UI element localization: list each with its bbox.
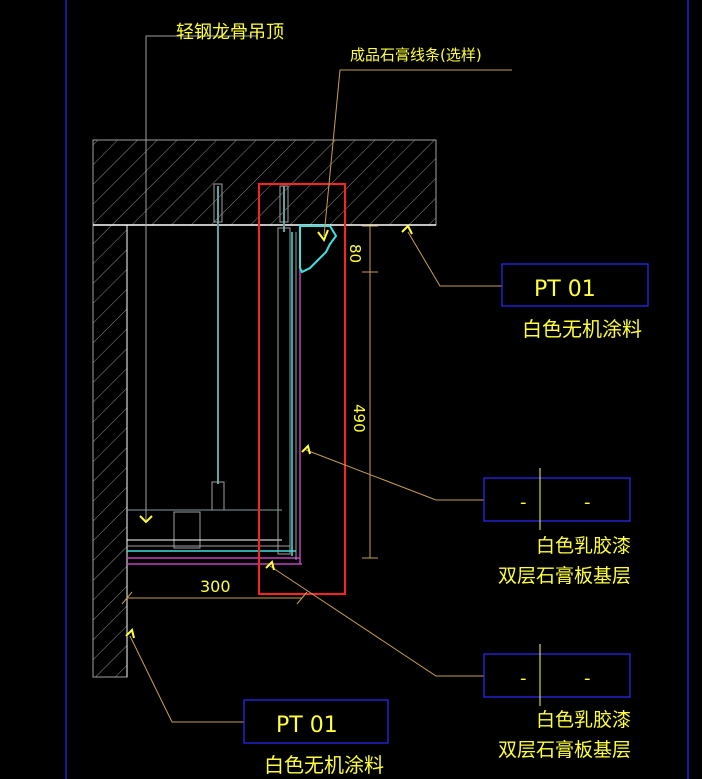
dim-tick-left: [121, 591, 133, 605]
ceiling-slab: [92, 139, 437, 226]
arrow-tag4: [125, 628, 135, 639]
tag3-left: -: [520, 668, 527, 689]
tag3-desc2: 双层石膏板基层: [498, 738, 631, 761]
dim-80-label: 80: [346, 244, 364, 263]
highlight-box: [258, 183, 346, 595]
tag2-right: -: [584, 492, 591, 513]
tag4-desc: 白色无机涂料: [264, 753, 384, 777]
leader-tag2: [305, 449, 484, 501]
dim-300-label: 300: [200, 577, 231, 596]
hanger-anchor-2: [279, 185, 289, 223]
tag3-desc1: 白色乳胶漆: [536, 709, 631, 731]
crown-molding: [299, 225, 338, 274]
hanger-anchor-1: [213, 183, 223, 223]
leader-molding: [323, 69, 512, 237]
molding-callout-label: 成品石膏线条(选样): [350, 46, 482, 64]
arrow-molding: [317, 229, 329, 243]
tag3-right: -: [584, 668, 591, 689]
tag2-desc2: 双层石膏板基层: [498, 564, 631, 587]
tag4-box: [243, 699, 389, 744]
tag1-code: PT 01: [534, 277, 596, 302]
dim-tick-right: [296, 591, 308, 605]
leader-ceiling: [145, 35, 258, 520]
tag2-box: [483, 477, 631, 522]
arrow-ceiling: [139, 515, 153, 524]
leader-tag1: [407, 231, 502, 287]
tag2-left: -: [520, 492, 527, 513]
tag4-code: PT 01: [276, 713, 338, 738]
hanger-clip-1: [211, 481, 225, 511]
leader-tag4: [129, 635, 244, 723]
ceiling-callout-label: 轻钢龙骨吊顶: [176, 22, 284, 43]
arrow-tag1: [401, 224, 413, 235]
arrow-tag3: [265, 560, 275, 571]
left-wall: [92, 224, 128, 678]
dim-490-label: 490: [350, 404, 368, 433]
tag1-desc: 白色无机涂料: [522, 317, 642, 341]
leader-tag3: [269, 565, 484, 677]
keel-section: [173, 511, 201, 549]
tag1-box: [501, 263, 649, 307]
tag2-desc1: 白色乳胶漆: [536, 535, 631, 557]
tag3-box: [483, 653, 631, 698]
arrow-tag2: [301, 444, 311, 455]
bulkhead-stud: [277, 227, 291, 555]
